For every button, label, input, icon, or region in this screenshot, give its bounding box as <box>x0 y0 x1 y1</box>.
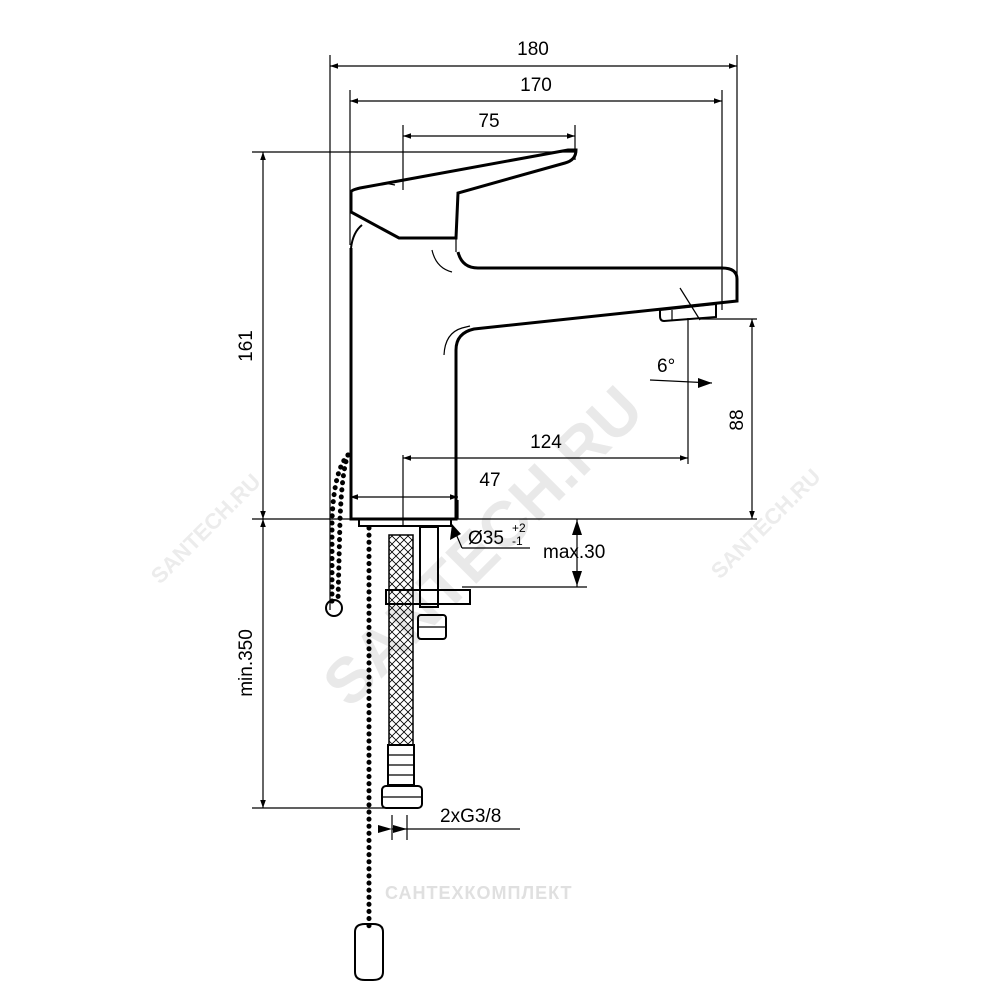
label-180: 180 <box>517 39 549 60</box>
label-124: 124 <box>530 432 562 453</box>
dimension-labels: 180 170 75 161 88 124 47 Ø35 +2 -1 max.3… <box>236 39 748 827</box>
watermark-right: SANTECH.RU <box>706 464 826 584</box>
chain-upper <box>329 452 351 608</box>
label-diameter: Ø35 <box>468 528 504 549</box>
extension-lines <box>252 55 757 809</box>
dim-arrow-g38-left2 <box>393 825 407 833</box>
base-flange <box>358 518 452 527</box>
mounting-assembly <box>381 526 471 809</box>
dim-arrow-max30-top <box>572 520 582 535</box>
faucet-lever <box>349 148 578 240</box>
faucet-body-top-curve <box>350 224 363 249</box>
dim-arrow-g38-left <box>378 825 392 833</box>
label-tol-plus: +2 <box>512 521 526 535</box>
lever-detail <box>384 182 396 186</box>
chain-ring <box>325 599 343 617</box>
pop-up-chain <box>325 452 384 981</box>
aerator <box>659 302 717 323</box>
faucet-spout-lower-curve <box>443 325 471 356</box>
label-47: 47 <box>479 470 500 491</box>
label-tol-minus: -1 <box>512 534 523 548</box>
mounting-plate <box>385 589 471 605</box>
chain-upper-2 <box>335 452 351 603</box>
label-350: min.350 <box>236 629 257 697</box>
angle-arrow <box>698 378 712 388</box>
label-170: 170 <box>520 75 552 96</box>
faucet-body-inner-curve <box>431 249 453 273</box>
dim-arrow-max30-bottom <box>572 571 582 586</box>
threaded-shank <box>419 526 439 608</box>
label-angle: 6° <box>657 356 675 377</box>
label-connection: 2xG3/8 <box>440 806 501 827</box>
dimension-lines <box>260 63 755 840</box>
angle-line-2 <box>679 287 701 321</box>
label-161: 161 <box>236 330 257 362</box>
label-88: 88 <box>727 409 748 430</box>
watermark-left: SANTECH.RU <box>146 469 266 589</box>
label-max30: max.30 <box>543 542 605 563</box>
dim-arrow-diameter <box>450 524 461 540</box>
faucet-body <box>349 248 739 521</box>
chain-plug <box>354 923 384 981</box>
label-75: 75 <box>478 111 499 132</box>
faucet <box>349 148 739 527</box>
braided-hose <box>388 534 414 746</box>
watermark-brand: САНТЕХКОМПЛЕКТ <box>385 883 573 903</box>
